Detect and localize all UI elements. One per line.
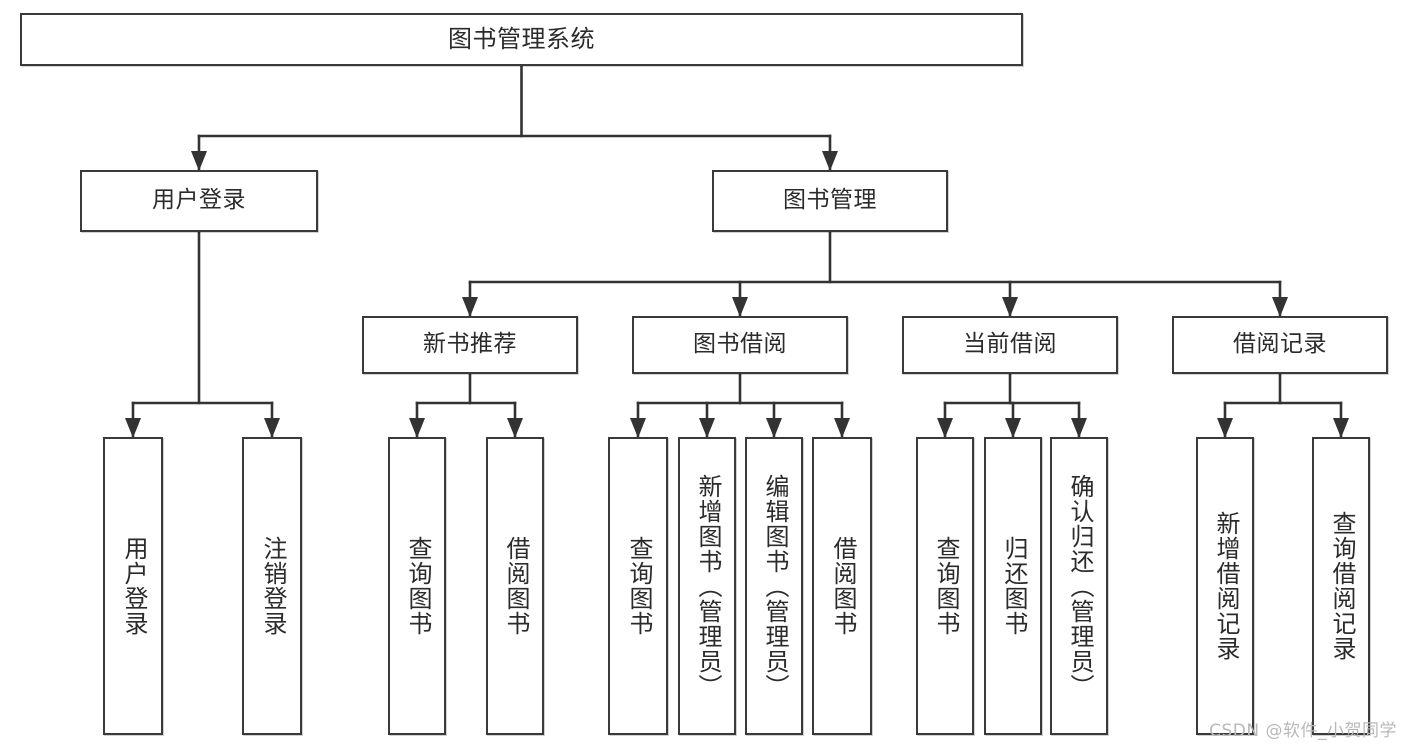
edge-arrowhead	[1272, 297, 1288, 317]
node-label: 注销登录	[258, 536, 287, 636]
edge-arrowhead	[834, 418, 850, 438]
node-l-r-query[interactable]: 查询借阅记录	[1312, 437, 1370, 735]
node-bookmgmt[interactable]: 图书管理	[712, 170, 948, 232]
node-newbook[interactable]: 新书推荐	[362, 316, 578, 374]
node-label: 查询借阅记录	[1327, 511, 1356, 661]
edge-arrowhead	[125, 418, 141, 438]
edge-arrowhead	[630, 418, 646, 438]
edge-arrowhead	[462, 297, 478, 317]
node-l-nb-query[interactable]: 查询图书	[388, 437, 446, 735]
node-root[interactable]: 图书管理系统	[20, 13, 1023, 66]
node-label: 确认归还（管理员）	[1065, 473, 1094, 699]
node-l-c-query[interactable]: 查询图书	[916, 437, 974, 735]
node-l-userlogin[interactable]: 用户登录	[103, 437, 163, 735]
node-l-c-confirm[interactable]: 确认归还（管理员）	[1050, 437, 1108, 735]
node-l-c-return[interactable]: 归还图书	[984, 437, 1042, 735]
node-borrow[interactable]: 图书借阅	[632, 316, 848, 374]
node-l-b-query[interactable]: 查询图书	[608, 437, 668, 735]
node-l-b-loan[interactable]: 借阅图书	[812, 437, 872, 735]
node-label: 新增图书（管理员）	[693, 473, 722, 699]
node-current[interactable]: 当前借阅	[902, 316, 1118, 374]
node-label: 图书管理系统	[448, 25, 595, 54]
node-records[interactable]: 借阅记录	[1172, 316, 1388, 374]
node-label: 归还图书	[999, 536, 1028, 636]
node-label: 新书推荐	[423, 331, 517, 358]
node-l-b-edit[interactable]: 编辑图书（管理员）	[745, 437, 803, 735]
edge-arrowhead	[1217, 418, 1233, 438]
node-l-r-add[interactable]: 新增借阅记录	[1196, 437, 1254, 735]
edge-arrowhead	[507, 418, 523, 438]
node-l-logout[interactable]: 注销登录	[242, 437, 302, 735]
edge-arrowhead	[937, 418, 953, 438]
edge-arrowhead	[699, 418, 715, 438]
node-l-b-add[interactable]: 新增图书（管理员）	[678, 437, 736, 735]
node-label: 编辑图书（管理员）	[760, 473, 789, 699]
edge-arrowhead	[1002, 297, 1018, 317]
node-label: 图书管理	[783, 187, 877, 214]
node-label: 借阅记录	[1233, 331, 1327, 358]
node-l-nb-borrow[interactable]: 借阅图书	[486, 437, 544, 735]
edge-arrowhead	[732, 297, 748, 317]
watermark: CSDN @软件_小贺同学	[1209, 721, 1397, 741]
node-login[interactable]: 用户登录	[80, 170, 318, 232]
node-label: 图书借阅	[693, 331, 787, 358]
node-label: 当前借阅	[963, 331, 1057, 358]
edge-arrowhead	[822, 151, 838, 171]
node-label: 查询图书	[931, 536, 960, 636]
node-label: 用户登录	[152, 187, 246, 214]
node-label: 借阅图书	[501, 536, 530, 636]
node-label: 借阅图书	[828, 536, 857, 636]
edge-arrowhead	[1005, 418, 1021, 438]
edge-arrowhead	[409, 418, 425, 438]
node-label: 查询图书	[624, 536, 653, 636]
edge-arrowhead	[264, 418, 280, 438]
node-label: 新增借阅记录	[1211, 511, 1240, 661]
edge-arrowhead	[191, 151, 207, 171]
edge-arrowhead	[1071, 418, 1087, 438]
node-label: 查询图书	[403, 536, 432, 636]
node-label: 用户登录	[119, 536, 148, 636]
edge-arrowhead	[766, 418, 782, 438]
edge-arrowhead	[1333, 418, 1349, 438]
